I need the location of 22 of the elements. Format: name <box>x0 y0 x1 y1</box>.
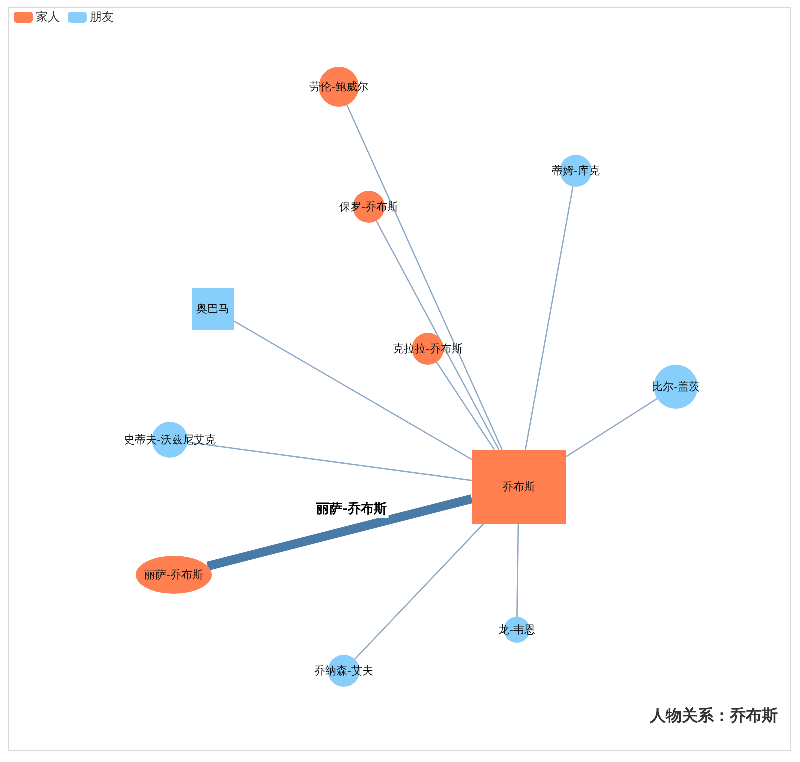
connector-line <box>206 494 474 571</box>
person-name: 比尔-盖茨 <box>652 380 700 394</box>
connector-line <box>376 220 500 450</box>
connector-line <box>188 442 472 482</box>
person-name: 乔布斯 <box>502 480 536 494</box>
chart-title: 人物关系：乔布斯 <box>650 706 778 727</box>
edge-label: 丽萨-乔布斯 <box>314 500 390 518</box>
legend-label: 朋友 <box>90 9 114 26</box>
person-name: 丽萨-乔布斯 <box>144 568 204 582</box>
person-name: 蒂姆-库克 <box>552 164 600 178</box>
connector-line <box>436 362 496 450</box>
connector-line <box>516 524 520 617</box>
connector-line <box>566 398 658 458</box>
connector-line <box>525 186 574 450</box>
person-name: 乔纳森-艾夫 <box>314 664 374 678</box>
person-name: 奥巴马 <box>196 302 230 316</box>
connector-line <box>234 320 472 460</box>
person-name: 史蒂夫-沃兹尼艾克 <box>124 434 216 446</box>
connector-line <box>346 104 503 450</box>
connector-line <box>354 524 484 660</box>
person-name: 龙-韦恩 <box>498 624 536 636</box>
legend-label: 家人 <box>36 9 60 26</box>
